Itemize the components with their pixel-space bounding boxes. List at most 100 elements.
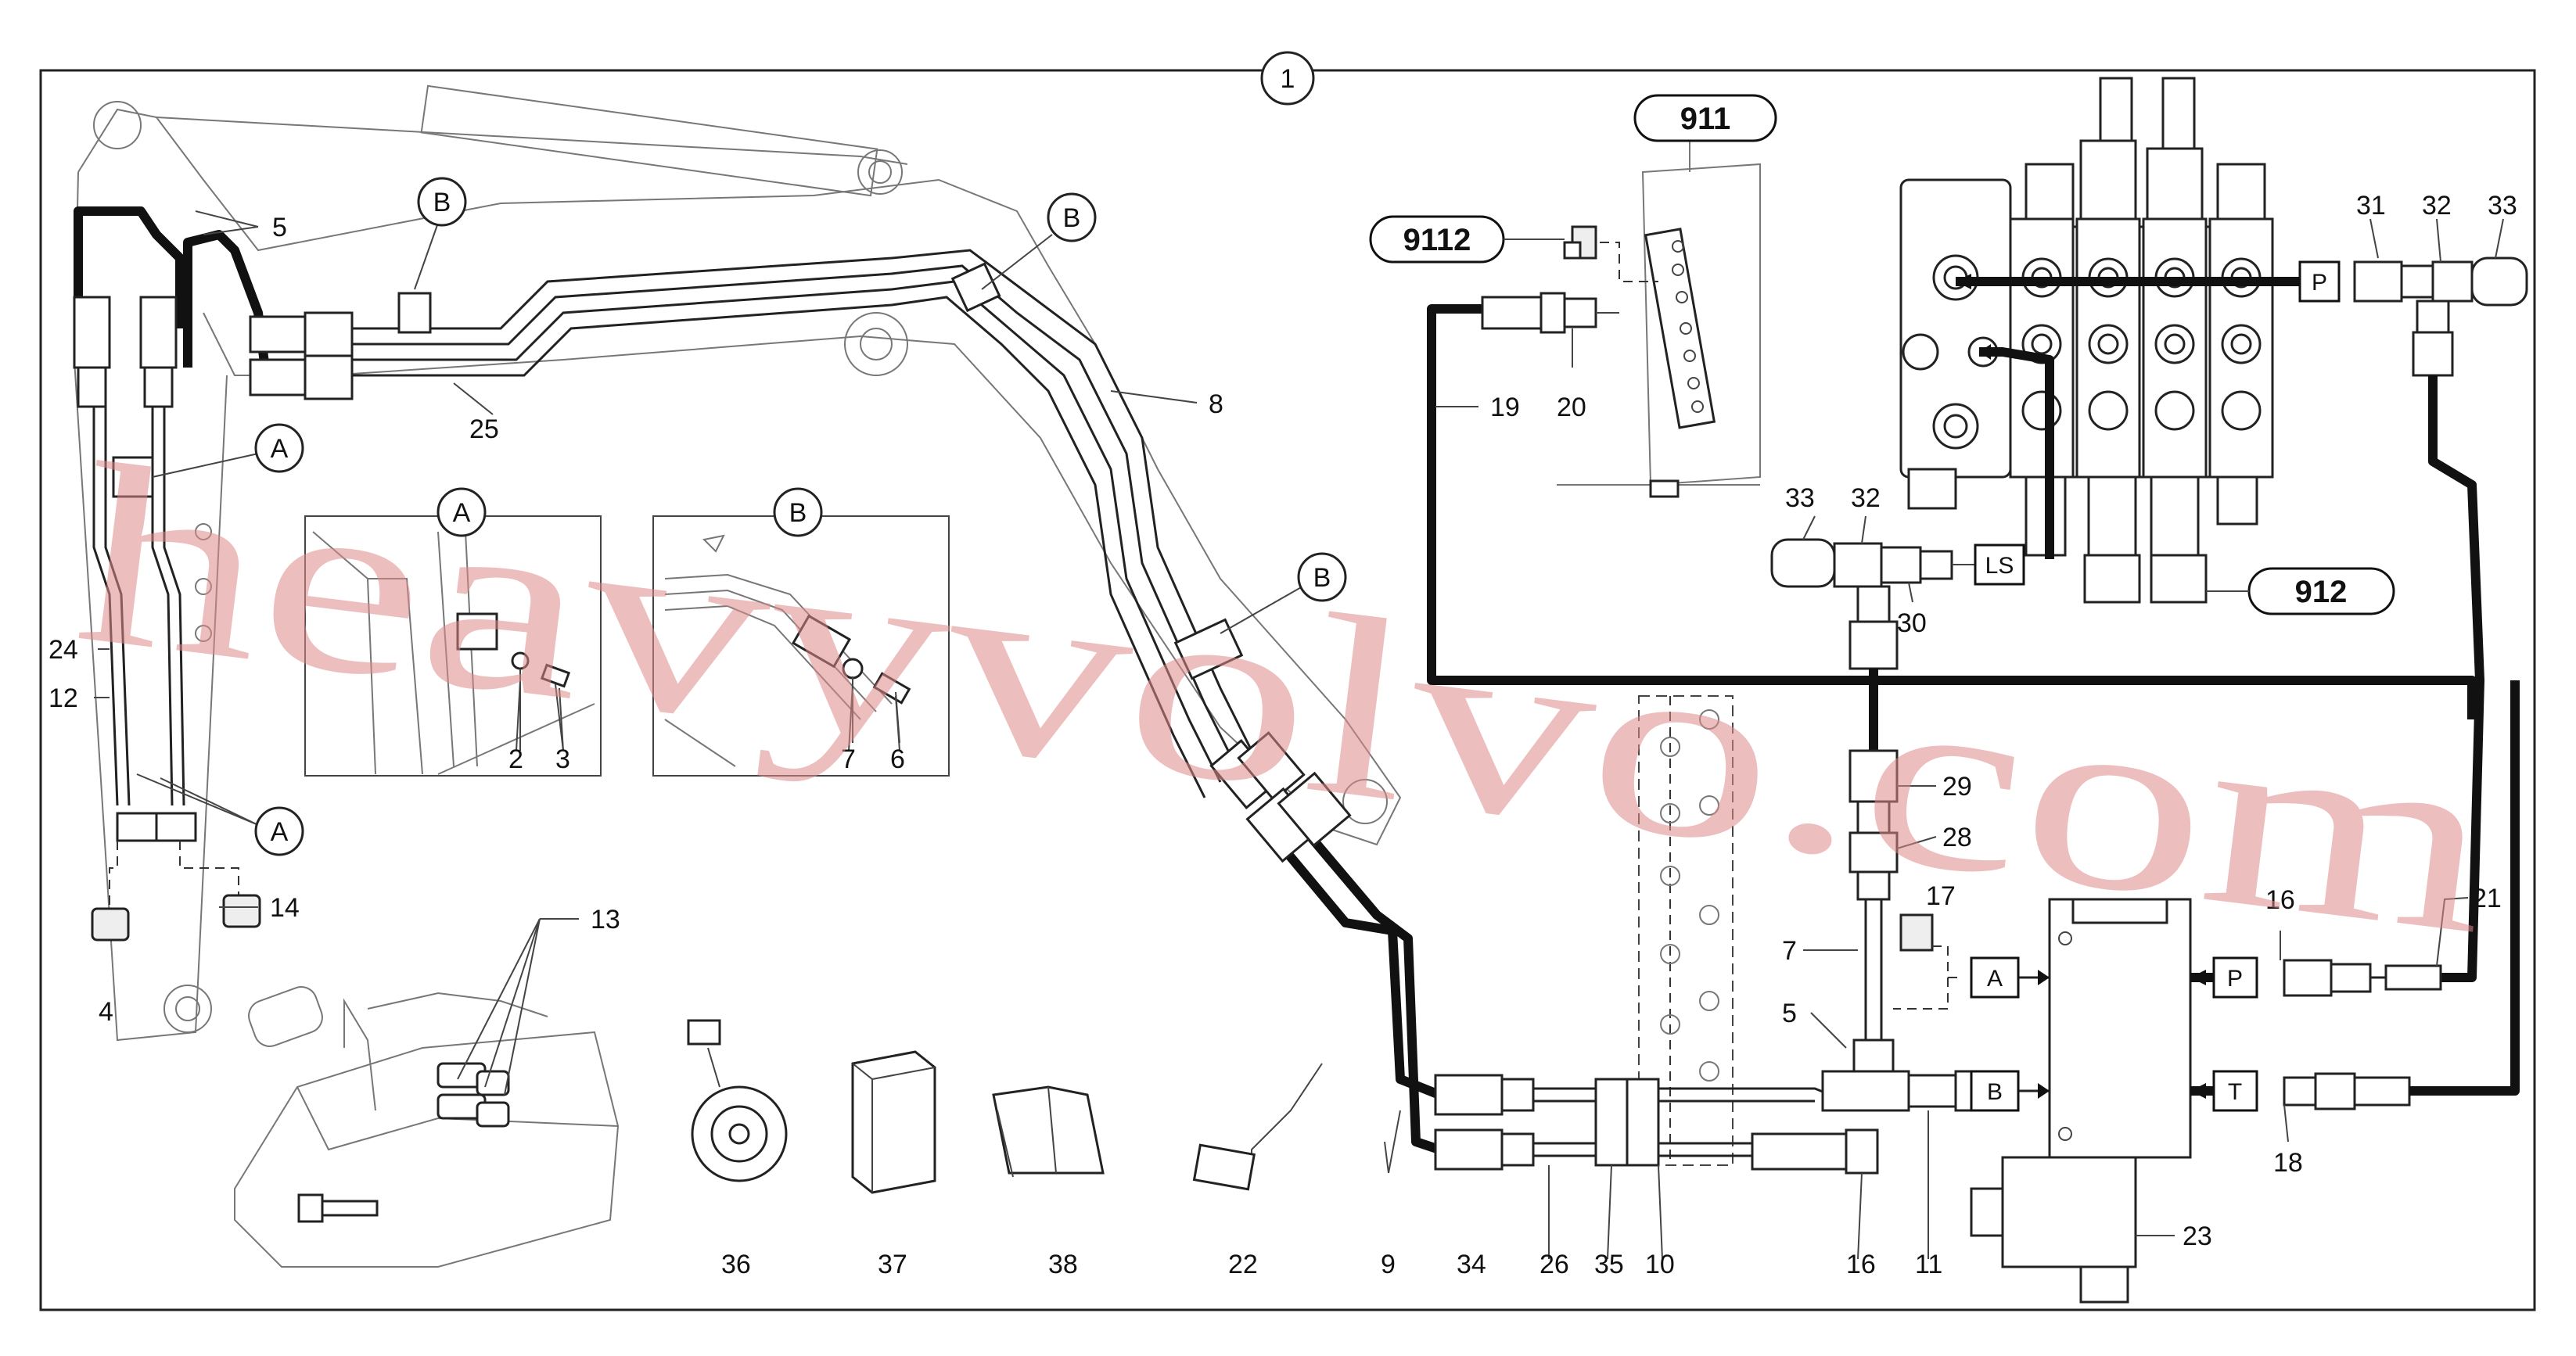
detail-a-badge: A [437,487,487,537]
part-36-buzzer [687,1019,788,1182]
callout-31: 31 [2356,191,2386,221]
svg-text:A: A [453,498,471,528]
detail-a-view [304,515,602,777]
svg-text:A: A [271,817,289,847]
callout-14: 14 [270,893,300,923]
callout-20: 20 [1557,393,1586,422]
svg-text:911: 911 [1680,102,1731,136]
callout-36: 36 [721,1250,751,1279]
tee-5-and-fittings [1821,1039,2010,1112]
detail-b-badge: B [773,487,823,537]
part-37-relay [851,1050,936,1194]
svg-text:B: B [1987,1079,2003,1105]
excavator-arm-outline [73,84,1402,1042]
callout-2: 2 [508,744,523,774]
arm-fittings [73,262,1352,863]
hose-5-upper [74,206,185,328]
callout-33-top: 33 [2488,191,2517,221]
part-22-connector [1192,1063,1323,1191]
frame-title-badge: 1 [1260,51,1315,106]
callout-16-right: 16 [2265,885,2295,915]
callout-37: 37 [878,1250,907,1279]
callout-34: 34 [1457,1250,1486,1279]
ref-circle-B-2: B [981,192,1097,290]
part-38-manual [992,1085,1105,1178]
hose-19 [1427,304,2477,719]
callout-23: 23 [2183,1221,2212,1251]
port-P-right: P [2212,956,2258,999]
port-LS: LS [1974,543,2025,586]
diverter-valve-23 [1970,898,2192,1304]
header-912: 912 [2206,567,2395,615]
callout-4: 4 [99,997,113,1027]
callout-38: 38 [1048,1250,1078,1279]
mounting-plate-10 [1638,695,1734,1166]
port-T: T [2212,1070,2258,1112]
callout-16-bottom: 16 [1846,1250,1876,1279]
svg-text:P: P [2227,966,2243,992]
callout-28: 28 [1942,823,1972,852]
plug-17 [1899,913,1963,978]
svg-text:T: T [2228,1079,2242,1105]
callout-29: 29 [1942,772,1972,802]
callout-5-arm: 5 [272,213,287,242]
callout-6: 6 [890,744,905,774]
dashed-17-A [1893,978,1949,1010]
callout-5-valve: 5 [1782,999,1797,1028]
port-B: B [1970,1070,2020,1112]
hose-9-upper [1287,810,1441,1154]
callout-10: 10 [1645,1250,1675,1279]
control-valve-912 [1899,77,2274,604]
fitting-20 [1481,292,1619,334]
callout-32-ls: 32 [1851,483,1881,513]
callout-33-ls: 33 [1785,483,1815,513]
callout-32-top: 32 [2422,191,2452,221]
ref-circle-A-1: A [152,423,304,478]
svg-text:B: B [1063,203,1081,233]
callout-13-leaders [457,918,579,1096]
callout-24: 24 [49,635,78,665]
callout-8: 8 [1209,389,1223,419]
callout-30: 30 [1897,608,1927,638]
ref-circle-B-1: B [414,177,467,290]
fittings-29-28 [1848,749,1899,1040]
header-9112: 9112 [1369,215,1565,264]
svg-text:B: B [433,188,451,217]
ref-circle-A-2: A [136,773,304,856]
bracket-911 [1557,141,1761,498]
callout-7-detail: 7 [841,744,856,774]
callout-35: 35 [1594,1250,1624,1279]
detail-b-view [652,515,950,777]
hose-ends-9 [1434,1074,1879,1175]
callout-17: 17 [1926,881,1956,911]
part-9112-plug [1563,225,1658,282]
ref-circle-B-3: B [1220,552,1347,634]
fittings-31-32-33-top [2353,256,2528,377]
callout-22: 22 [1228,1250,1258,1279]
watermark-text: heavyvolvo.com [65,410,2506,988]
callout-9: 9 [1381,1250,1396,1279]
fittings-18 [2283,1072,2411,1110]
svg-text:9112: 9112 [1403,223,1471,257]
callout-3: 3 [555,744,570,774]
boom-pipes [336,249,1253,798]
svg-text:912: 912 [2295,575,2348,609]
port-P-top: P [2298,260,2341,303]
svg-text:B: B [1313,563,1331,593]
protective-caps [91,841,261,942]
hose-21 [2428,375,2484,982]
callout-26: 26 [1539,1250,1569,1279]
callout-13: 13 [591,905,620,934]
callout-19: 19 [1490,393,1520,422]
svg-text:A: A [1987,966,2003,992]
svg-text:P: P [2312,270,2327,296]
callout-12: 12 [49,683,78,713]
fittings-16-right [2283,959,2442,997]
hose-t-return [2409,680,2520,1096]
part-34-bolt [297,1193,379,1223]
callout-21: 21 [2472,884,2502,913]
svg-text:1: 1 [1281,64,1295,94]
port-A: A [1970,956,2020,999]
callout-18: 18 [2273,1148,2303,1178]
